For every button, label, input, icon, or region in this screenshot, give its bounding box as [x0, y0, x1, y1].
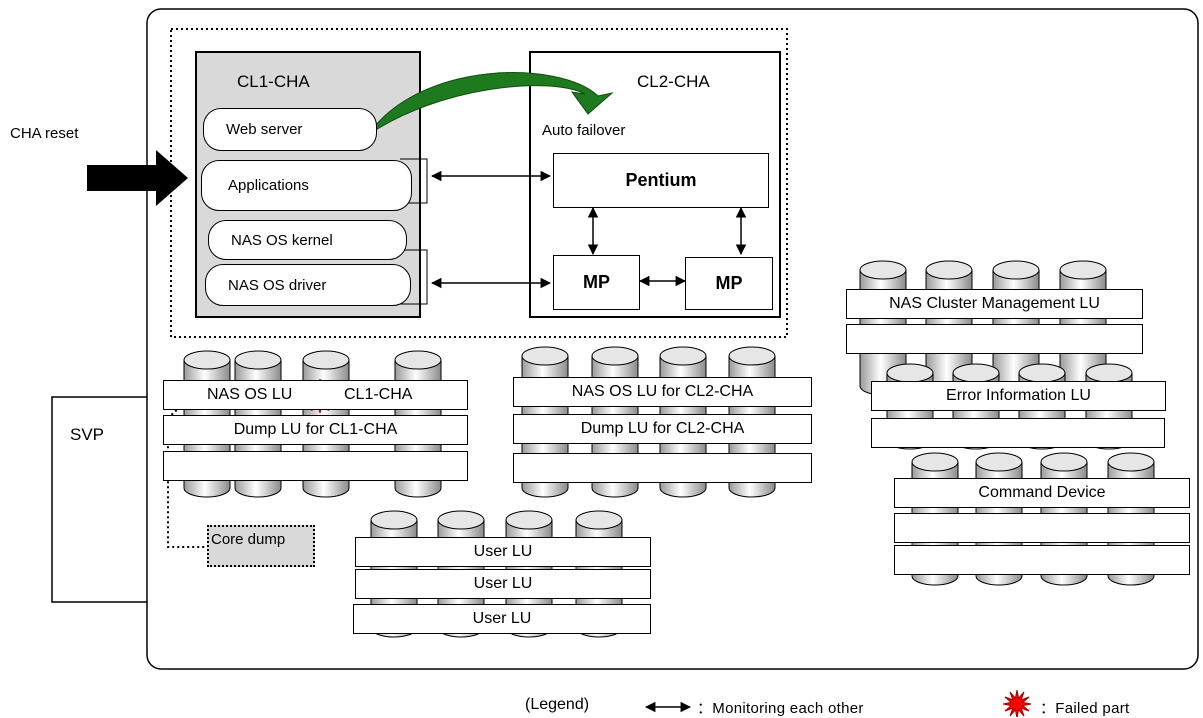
legend-title: (Legend) [525, 696, 590, 713]
error-information-lu: Error Information LU [871, 381, 1166, 411]
pentium-processor: Pentium [553, 153, 769, 208]
blank-lu-command-1 [894, 513, 1190, 543]
mp-right: MP [685, 257, 773, 310]
blank-lu-command-2 [894, 545, 1190, 575]
cha-reset-label: CHA reset [10, 125, 79, 142]
cha-region-dotted [170, 28, 788, 338]
nas-cluster-management-lu: NAS Cluster Management LU [846, 289, 1143, 319]
core-dump-connector [167, 392, 207, 548]
nas-os-driver-module: NAS OS driver [205, 264, 411, 306]
auto-failover-arrow [367, 72, 614, 136]
applications-bracket [400, 158, 428, 204]
command-device-lu: Command Device [894, 478, 1190, 508]
auto-failover-label: Auto failover [542, 122, 626, 139]
core-dump-box: Core dump [207, 525, 315, 567]
legend-failed-label: ：Failed part [1040, 700, 1130, 717]
driver-bracket [400, 249, 428, 305]
legend-monitoring-label: ：Monitoring each other [697, 700, 864, 717]
blank-lu-error [871, 418, 1165, 448]
dump-lu-cl2: Dump LU for CL2-CHA [513, 414, 812, 444]
svp-label: SVP [70, 425, 105, 444]
mp-left: MP [553, 255, 640, 310]
nas-os-kernel-module: NAS OS kernel [208, 220, 407, 260]
nas-os-lu-cl1-label-right: CL1-CHA [344, 386, 413, 403]
cl1-cha-title: CL1-CHA [237, 72, 310, 91]
nas-os-lu-cl1-label-left: NAS OS LU [207, 386, 293, 403]
user-lu-1: User LU [355, 537, 651, 567]
blank-lu-cl1 [163, 451, 468, 481]
nas-os-lu-cl2: NAS OS LU for CL2-CHA [513, 377, 812, 407]
applications-module: Applications [201, 160, 412, 211]
legend-failed-burst [1002, 689, 1032, 717]
cha-reset-arrow [87, 150, 188, 206]
blank-lu-cl2 [513, 453, 812, 483]
user-lu-2: User LU [355, 569, 651, 599]
nas-os-lu-cl1: NAS OS LU CL1-CHA [163, 380, 468, 410]
web-server-module: Web server [203, 108, 377, 151]
user-lu-3: User LU [353, 604, 651, 634]
dump-lu-cl1: Dump LU for CL1-CHA [163, 415, 468, 445]
cl2-cha-title: CL2-CHA [637, 72, 710, 91]
blank-lu-cluster [846, 324, 1143, 354]
